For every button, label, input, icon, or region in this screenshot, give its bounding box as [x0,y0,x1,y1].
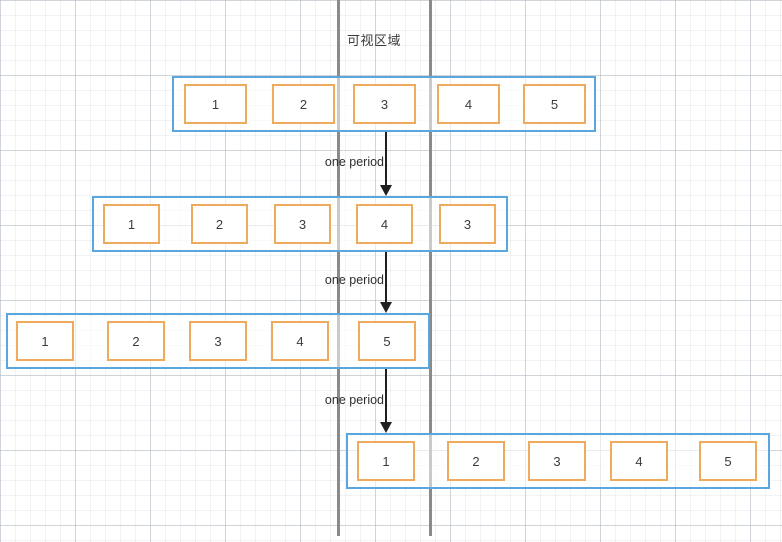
cell[interactable]: 1 [103,204,160,244]
cell[interactable]: 2 [191,204,248,244]
cell[interactable]: 4 [271,321,329,361]
cell[interactable]: 3 [353,84,416,124]
cell[interactable]: 2 [447,441,505,481]
arrow-label-1: one period [324,155,384,169]
viewport-guide-line-right [429,0,432,536]
cell[interactable]: 3 [528,441,586,481]
arrow-head-icon-3 [380,422,392,433]
cell[interactable]: 1 [184,84,247,124]
arrow-line-2 [385,252,387,302]
cell[interactable]: 5 [699,441,757,481]
viewport-label: 可视区域 [347,33,402,48]
cell[interactable]: 3 [439,204,496,244]
cell[interactable]: 2 [107,321,165,361]
cell[interactable]: 4 [437,84,500,124]
arrow-head-icon-2 [380,302,392,313]
cell[interactable]: 5 [358,321,416,361]
arrow-line-1 [385,132,387,185]
cell[interactable]: 1 [357,441,415,481]
arrow-label-2: one period [324,273,384,287]
cell[interactable]: 4 [610,441,668,481]
cell[interactable]: 5 [523,84,586,124]
cell[interactable]: 2 [272,84,335,124]
arrow-label-3: one period [324,393,384,407]
cell[interactable]: 3 [189,321,247,361]
cell[interactable]: 1 [16,321,74,361]
viewport-guide-line-left [337,0,340,536]
cell[interactable]: 4 [356,204,413,244]
arrow-head-icon-1 [380,185,392,196]
arrow-line-3 [385,369,387,422]
cell[interactable]: 3 [274,204,331,244]
